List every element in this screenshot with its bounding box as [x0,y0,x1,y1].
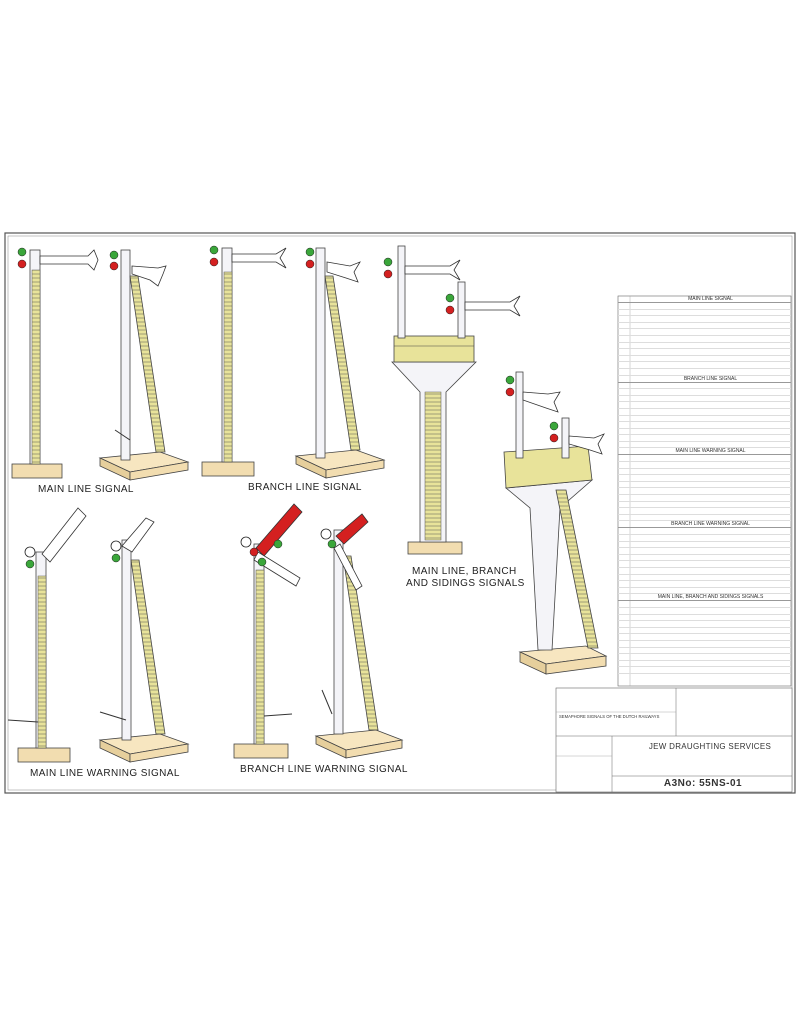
title-block-description: SEMAPHORE SIGNALS OF THE DUTCH RAILWAYS [559,714,660,719]
branch-line-warning-signal-plain [233,503,303,759]
label-main-line-signal: MAIN LINE SIGNAL [38,484,134,495]
schedule-row [618,323,791,330]
schedule-section-title: BRANCH LINE WARNING SIGNAL [618,521,791,529]
schedule-row [618,661,791,668]
label-branch-line-warning-signal: BRANCH LINE WARNING SIGNAL [240,764,408,775]
schedule-row [618,615,791,622]
schedule-row [618,508,791,515]
schedule-row [618,568,791,575]
schedule-row [618,482,791,489]
label-main-line-warning-signal: MAIN LINE WARNING SIGNAL [30,768,180,779]
title-block-company: JEW DRAUGHTING SERVICES [648,742,772,751]
main-line-signal-ladder [98,249,190,481]
schedule-row [618,548,791,555]
schedule-row [618,336,791,343]
schedule-row [618,528,791,535]
schedule-row [618,442,791,449]
title-block: SEMAPHORE SIGNALS OF THE DUTCH RAILWAYS … [556,688,792,792]
schedule-row [618,303,791,310]
schedule-row [618,515,791,522]
schedule-section-title: MAIN LINE WARNING SIGNAL [618,448,791,456]
schedule-row [618,362,791,369]
schedule-row [618,542,791,549]
schedule-row [618,535,791,542]
schedule-row [618,561,791,568]
schedule-row [618,475,791,482]
schedule-row [618,356,791,363]
schedule-row [618,435,791,442]
label-sidings-line-1: MAIN LINE, BRANCH [412,566,517,577]
schedule-row [618,383,791,390]
main-line-warning-signal-ladder [98,517,190,763]
title-block-drawing-number: A3No: 55NS-01 [663,778,743,789]
schedule-row [618,389,791,396]
schedule-section-title: MAIN LINE, BRANCH AND SIDINGS SIGNALS [618,594,791,602]
branch-line-signal-ladder [294,247,386,479]
schedule-row [618,462,791,469]
main-line-signal-plain [11,247,99,479]
schedule-row [618,555,791,562]
schedule-row [618,641,791,648]
schedule-row [618,455,791,463]
schedule-row [618,422,791,429]
schedule-row [618,416,791,423]
schedule-section-title: BRANCH LINE SIGNAL [618,376,791,383]
schedule-row [618,654,791,661]
schedule-row [618,588,791,595]
schedule-row [618,329,791,336]
sidings-signal-tower [383,245,521,555]
schedule-row [618,667,791,674]
schedule-row [618,608,791,615]
label-sidings-line-2: AND SIDINGS SIGNALS [406,578,525,589]
schedule-row [618,634,791,641]
schedule-row [618,488,791,496]
branch-line-signal-plain [201,245,287,477]
schedule-row [618,402,791,409]
parts-schedule: MAIN LINE SIGNAL BRANCH LINE SIGNAL MAIN… [618,296,791,686]
schedule-row [618,495,791,502]
schedule-row [618,648,791,655]
main-line-warning-signal-plain [7,507,87,763]
schedule-row [618,581,791,588]
schedule-row [618,369,791,376]
schedule-row [618,343,791,350]
schedule-row [618,316,791,323]
schedule-row [618,621,791,628]
schedule-row [618,396,791,403]
sidings-signal-tower-3d [503,371,608,675]
label-branch-line-signal: BRANCH LINE SIGNAL [248,482,362,493]
branch-line-warning-signal-ladder [314,513,404,759]
schedule-row [618,575,791,582]
schedule-row [618,310,791,317]
schedule-row [618,349,791,356]
schedule-row [618,502,791,509]
schedule-row [618,429,791,436]
schedule-row [618,628,791,635]
schedule-row [618,409,791,416]
schedule-section-title: MAIN LINE SIGNAL [618,296,791,303]
schedule-row [618,601,791,608]
schedule-row [618,469,791,476]
